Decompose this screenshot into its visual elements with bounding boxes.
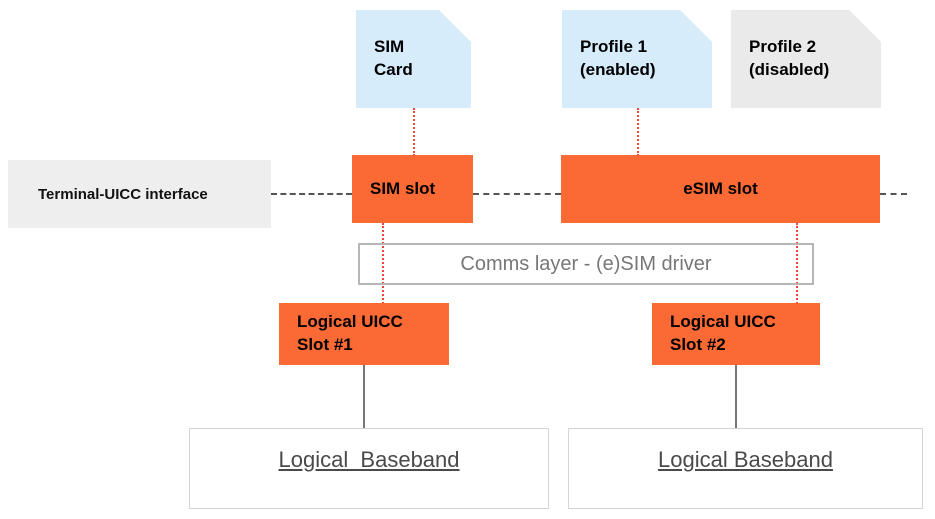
- logical-baseband-left-node[interactable]: Logical Baseband: [189, 428, 549, 509]
- logical-baseband-right-node[interactable]: Logical Baseband: [568, 428, 923, 509]
- esim-slot-node[interactable]: eSIM slot: [561, 155, 880, 223]
- interface-dashed-line-middle: [473, 193, 561, 195]
- interface-dashed-line-right: [880, 193, 907, 195]
- terminal-uicc-interface-label: Terminal-UICC interface: [38, 185, 208, 203]
- logical-uicc-slot-1-node[interactable]: Logical UICC Slot #1: [279, 303, 449, 365]
- logical-uicc-slot-1-label: Logical UICC Slot #1: [297, 312, 403, 354]
- sim-card-node[interactable]: SIM Card: [356, 10, 471, 108]
- profile-1-node[interactable]: Profile 1 (enabled): [562, 10, 712, 108]
- esim-slot-label: eSIM slot: [683, 178, 758, 198]
- sim-slot-label: SIM slot: [370, 178, 436, 198]
- connector-uicc-slot-2-to-baseband-right: [735, 365, 737, 428]
- connector-profile1-to-esim-slot: [637, 108, 639, 156]
- comms-layer-label: Comms layer - (e)SIM driver: [460, 252, 712, 275]
- profile-1-label: Profile 1 (enabled): [580, 37, 656, 79]
- sim-card-label: SIM Card: [374, 37, 413, 79]
- logical-baseband-right-label: Logical Baseband: [658, 447, 833, 472]
- terminal-uicc-interface-box: Terminal-UICC interface: [8, 160, 271, 228]
- connector-sim-card-to-sim-slot: [413, 108, 415, 156]
- comms-layer-box[interactable]: Comms layer - (e)SIM driver: [358, 243, 814, 285]
- connector-uicc-slot-1-to-baseband-left: [363, 365, 365, 428]
- sim-slot-node[interactable]: SIM slot: [352, 155, 473, 223]
- connector-esim-slot-to-uicc-slot-2: [796, 223, 798, 308]
- connector-sim-slot-to-uicc-slot-1: [382, 223, 384, 308]
- logical-baseband-left-label: Logical Baseband: [278, 447, 460, 472]
- logical-uicc-slot-2-label: Logical UICC Slot #2: [670, 312, 776, 354]
- profile-2-node[interactable]: Profile 2 (disabled): [731, 10, 881, 108]
- interface-dashed-line-left: [271, 193, 352, 195]
- profile-2-label: Profile 2 (disabled): [749, 37, 830, 79]
- logical-uicc-slot-2-node[interactable]: Logical UICC Slot #2: [652, 303, 820, 365]
